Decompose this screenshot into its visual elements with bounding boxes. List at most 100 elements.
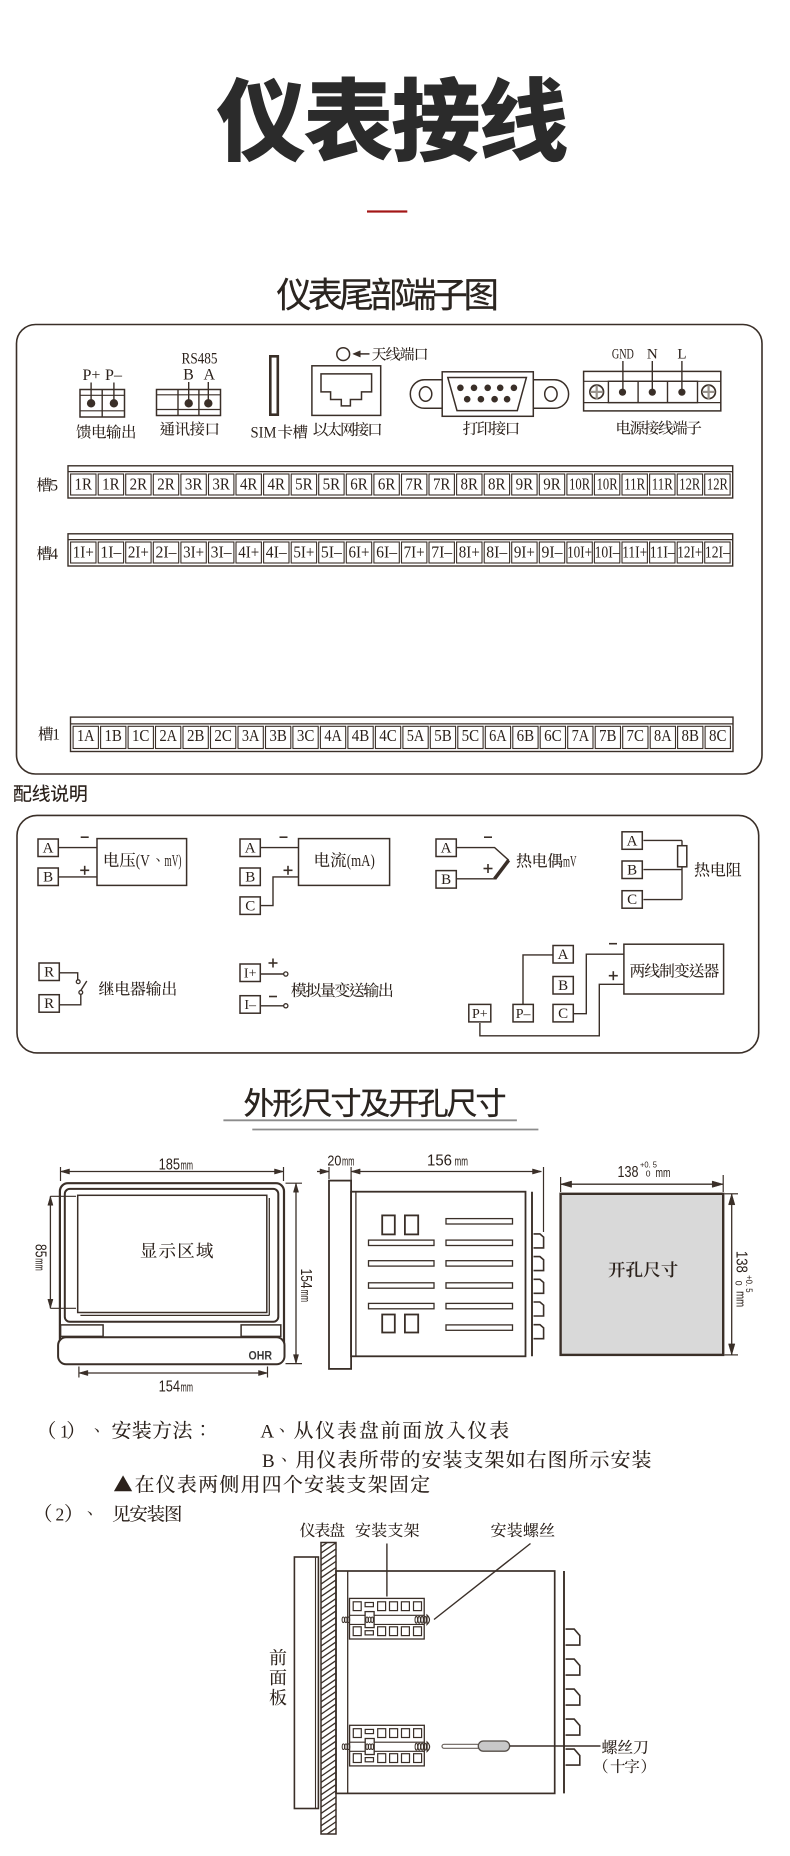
svg-text:1R: 1R	[102, 475, 120, 494]
svg-text:B: B	[441, 872, 451, 888]
svg-text:7C: 7C	[627, 726, 645, 745]
svg-text:R: R	[44, 965, 54, 981]
svg-text:B: B	[43, 870, 53, 886]
svg-text:mV): mV)	[165, 851, 182, 870]
svg-text:85: 85	[31, 1244, 48, 1258]
svg-text:1: 1	[52, 727, 60, 744]
svg-text:8I–: 8I–	[486, 543, 508, 562]
svg-text:2B: 2B	[187, 726, 205, 745]
svg-text:P–: P–	[516, 1007, 532, 1022]
svg-text:5R: 5R	[323, 475, 341, 494]
svg-text:8A: 8A	[654, 726, 672, 745]
svg-text:P–: P–	[105, 367, 123, 384]
svg-text:8C: 8C	[709, 726, 727, 745]
svg-text:mm: mm	[32, 1258, 47, 1271]
svg-text:12R: 12R	[707, 475, 728, 494]
svg-text:7R: 7R	[405, 475, 423, 494]
svg-text:4B: 4B	[352, 726, 370, 745]
svg-text:10R: 10R	[569, 475, 590, 494]
svg-text:A: A	[558, 947, 569, 963]
svg-text:9R: 9R	[543, 475, 561, 494]
svg-text:2I–: 2I–	[156, 543, 178, 562]
svg-text:10I+: 10I+	[567, 543, 592, 562]
svg-text:B: B	[245, 870, 255, 886]
svg-text:8R: 8R	[461, 475, 479, 494]
svg-text:SIM: SIM	[251, 425, 277, 442]
svg-text:8I+: 8I+	[459, 543, 480, 562]
svg-text:1I+: 1I+	[73, 543, 94, 562]
svg-text:2R: 2R	[130, 475, 148, 494]
svg-text:mm: mm	[181, 1158, 194, 1173]
svg-text:4A: 4A	[324, 726, 342, 745]
svg-text:1B: 1B	[104, 726, 122, 745]
svg-text:2I+: 2I+	[128, 543, 149, 562]
svg-text:mm: mm	[298, 1290, 313, 1303]
svg-text:3I–: 3I–	[211, 543, 233, 562]
svg-text:11I–: 11I–	[650, 543, 676, 562]
svg-text:GND: GND	[612, 347, 634, 363]
svg-text:1A: 1A	[77, 726, 95, 745]
svg-text:L: L	[677, 347, 686, 363]
svg-text:10R: 10R	[597, 475, 618, 494]
svg-text:20: 20	[327, 1152, 341, 1169]
svg-text:C: C	[627, 892, 637, 908]
svg-text:I+: I+	[244, 967, 257, 982]
svg-text:2R: 2R	[157, 475, 175, 494]
svg-text:12I+: 12I+	[677, 543, 702, 562]
svg-text:4I–: 4I–	[266, 543, 288, 562]
svg-text:0: 0	[734, 1281, 744, 1286]
svg-text:6C: 6C	[544, 726, 562, 745]
svg-text:B: B	[627, 863, 637, 879]
svg-text:3C: 3C	[297, 726, 315, 745]
svg-text:9I–: 9I–	[542, 543, 564, 562]
svg-text:mV: mV	[563, 854, 577, 871]
svg-text:A: A	[245, 841, 256, 857]
svg-text:mm: mm	[181, 1379, 194, 1394]
svg-text:0: 0	[646, 1169, 651, 1179]
svg-text:7R: 7R	[433, 475, 451, 494]
svg-text:154: 154	[297, 1269, 314, 1289]
svg-text:B: B	[558, 978, 568, 994]
svg-text:6I+: 6I+	[349, 543, 370, 562]
svg-text:A: A	[441, 841, 452, 857]
svg-text:+0. 5: +0. 5	[640, 1160, 657, 1170]
svg-text:5B: 5B	[434, 726, 452, 745]
svg-text:5R: 5R	[295, 475, 313, 494]
svg-text:A: A	[43, 841, 54, 857]
svg-text:7I+: 7I+	[404, 543, 425, 562]
svg-text:I–: I–	[244, 998, 257, 1013]
svg-text:6I–: 6I–	[376, 543, 398, 562]
svg-text:4C: 4C	[379, 726, 397, 745]
svg-text:4R: 4R	[268, 475, 286, 494]
svg-text:156: 156	[427, 1152, 452, 1169]
svg-text:B: B	[183, 367, 194, 384]
svg-text:5: 5	[50, 478, 58, 495]
svg-text:138: 138	[733, 1251, 750, 1273]
svg-text:2C: 2C	[214, 726, 232, 745]
svg-text:P+: P+	[472, 1007, 488, 1022]
svg-text:7I–: 7I–	[431, 543, 453, 562]
svg-text:mm: mm	[656, 1165, 671, 1180]
svg-text:+0. 5: +0. 5	[744, 1275, 754, 1293]
svg-text:10I–: 10I–	[595, 543, 621, 562]
svg-text:1C: 1C	[132, 726, 150, 745]
svg-text:4: 4	[50, 546, 58, 563]
svg-text:4R: 4R	[240, 475, 258, 494]
svg-text:5I+: 5I+	[293, 543, 314, 562]
svg-text:B: B	[262, 1451, 275, 1472]
svg-text:R: R	[44, 996, 54, 1012]
svg-text:1R: 1R	[75, 475, 93, 494]
svg-text:154: 154	[159, 1378, 181, 1395]
svg-text:9I+: 9I+	[514, 543, 535, 562]
svg-text:mm: mm	[342, 1153, 355, 1168]
svg-text:C: C	[558, 1006, 568, 1022]
svg-text:12R: 12R	[679, 475, 700, 494]
svg-text:3A: 3A	[242, 726, 260, 745]
svg-text:A: A	[260, 1422, 274, 1443]
svg-text:P+: P+	[83, 367, 101, 384]
svg-text:6R: 6R	[350, 475, 368, 494]
svg-text:138: 138	[618, 1164, 639, 1181]
svg-text:12I–: 12I–	[705, 543, 731, 562]
svg-text:C: C	[245, 898, 255, 914]
svg-text:8B: 8B	[682, 726, 700, 745]
